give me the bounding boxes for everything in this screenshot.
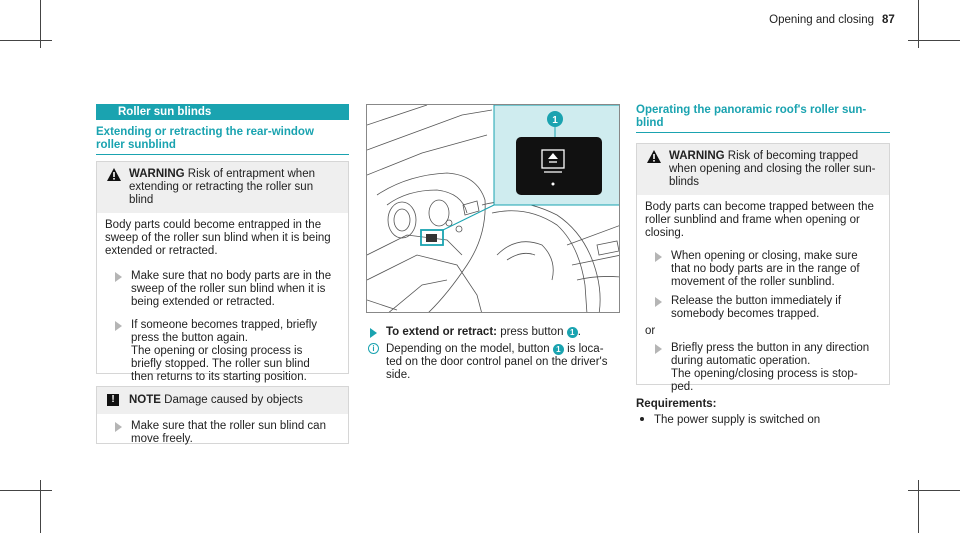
warning-body: Body parts could become entrapped in the… bbox=[97, 213, 348, 264]
subheading-line: Extending or retracting the rear-window bbox=[96, 126, 314, 138]
warning-title: extending or retracting the roller sun bbox=[129, 181, 314, 193]
text-line: extended or retracted. bbox=[105, 245, 218, 257]
text-line: The opening/closing process is stop- bbox=[671, 368, 858, 380]
text-line: Body parts can become trapped between th… bbox=[645, 201, 874, 213]
action-label: To extend or retract: bbox=[386, 326, 497, 338]
text-line: movement of the roller sunblind. bbox=[671, 276, 835, 288]
section-title-bar: Roller sun blinds bbox=[96, 104, 349, 120]
step-arrow-icon bbox=[115, 422, 122, 432]
warning-box: WARNING Risk of entrapment when extendin… bbox=[96, 161, 349, 383]
crop-mark bbox=[908, 40, 960, 41]
text-line: that no body parts are in the range of bbox=[671, 263, 860, 275]
step-arrow-icon bbox=[655, 252, 662, 262]
note-header: ! NOTE Damage caused by objects bbox=[97, 387, 348, 414]
or-separator: or bbox=[645, 325, 656, 337]
subheading-line: roller sunblind bbox=[96, 139, 176, 151]
instruction-step: If someone becomes trapped, briefly pres… bbox=[97, 319, 348, 384]
button-callout: 1 bbox=[566, 327, 578, 338]
info-note: i Depending on the model, button 1 is lo… bbox=[366, 343, 626, 382]
warning-header: WARNING Risk of entrapment when extendin… bbox=[97, 162, 348, 213]
dashboard-illustration: 1 bbox=[366, 104, 620, 313]
warning-title: Risk of entrapment when bbox=[187, 168, 315, 180]
note-label: NOTE bbox=[129, 394, 161, 406]
text-line: side. bbox=[386, 369, 411, 381]
text-line: ted on the door control panel on the dri… bbox=[386, 356, 608, 368]
warning-header: WARNING Risk of becoming trapped when op… bbox=[637, 144, 889, 195]
step-arrow-icon bbox=[115, 272, 122, 282]
text-line: closing. bbox=[645, 227, 684, 239]
instruction-step: Briefly press the button in any directio… bbox=[637, 342, 889, 394]
subheading-rule bbox=[96, 154, 349, 155]
text-line: then returns to its starting position. bbox=[131, 371, 307, 383]
instruction-step: When opening or closing, make sure that … bbox=[637, 250, 889, 289]
info-icon: i bbox=[368, 343, 379, 354]
crop-mark bbox=[918, 0, 919, 48]
subheading-line: Operating the panoramic roof's roller su… bbox=[636, 104, 867, 116]
text-line: somebody becomes trapped. bbox=[671, 308, 820, 320]
button-callout: 1 bbox=[552, 344, 564, 355]
action-step: To extend or retract: press button 1. bbox=[366, 326, 626, 339]
step-arrow-icon bbox=[115, 321, 122, 331]
text-line: briefly stopped. The roller sun blind bbox=[131, 358, 310, 370]
instruction-step: Make sure that no body parts are in the … bbox=[97, 270, 348, 309]
warning-triangle-icon bbox=[107, 168, 121, 181]
text-line: Body parts could become entrapped in the bbox=[105, 219, 322, 231]
requirement-text: The power supply is switched on bbox=[654, 414, 821, 426]
right-subheading: Operating the panoramic roof's roller su… bbox=[636, 104, 866, 130]
text-line: is loca- bbox=[567, 343, 604, 355]
crop-mark bbox=[0, 490, 52, 491]
subheading-line: blind bbox=[636, 117, 664, 129]
warning-title: when opening and closing the roller sun- bbox=[669, 163, 876, 175]
requirements-heading: Requirements: bbox=[636, 398, 717, 410]
text-line: The opening or closing process is bbox=[131, 345, 303, 357]
running-header: Opening and closing bbox=[769, 14, 874, 26]
instruction-block: To extend or retract: press button 1. i … bbox=[366, 326, 626, 382]
warning-triangle-icon bbox=[647, 150, 661, 163]
crop-mark bbox=[40, 0, 41, 48]
note-box: ! NOTE Damage caused by objects Make sur… bbox=[96, 386, 349, 446]
left-subheading: Extending or retracting the rear-window … bbox=[96, 126, 314, 152]
text-line: sweep of the roller sun blind when it is bbox=[131, 283, 326, 295]
warning-box: WARNING Risk of becoming trapped when op… bbox=[636, 143, 890, 393]
text-line: roller sunblind and frame when opening o… bbox=[645, 214, 860, 226]
text-line: press the button again. bbox=[131, 332, 248, 344]
instruction-step: Make sure that the roller sun blind can … bbox=[97, 420, 348, 446]
text-line: Make sure that no body parts are in the bbox=[131, 270, 332, 282]
text-line: sweep of the roller sun blind when it is… bbox=[105, 232, 331, 244]
step-arrow-icon bbox=[655, 297, 662, 307]
crop-mark bbox=[40, 480, 41, 533]
page-number: 87 bbox=[882, 14, 895, 26]
bullet-icon bbox=[640, 417, 644, 421]
text-line: Briefly press the button in any directio… bbox=[671, 342, 870, 354]
crop-mark bbox=[0, 40, 52, 41]
text-line: ped. bbox=[671, 381, 694, 393]
dashboard-drawing: 1 bbox=[367, 105, 619, 312]
warning-title: blind bbox=[129, 194, 154, 206]
crop-mark bbox=[908, 490, 960, 491]
requirement-item: The power supply is switched on bbox=[640, 414, 820, 427]
warning-title: blinds bbox=[669, 176, 700, 188]
text-line: during automatic operation. bbox=[671, 355, 811, 367]
step-arrow-icon bbox=[655, 344, 662, 354]
note-title: Damage caused by objects bbox=[164, 394, 303, 406]
warning-title: Risk of becoming trapped bbox=[727, 150, 859, 162]
text-line: Depending on the model, button bbox=[386, 343, 550, 355]
action-text: press button bbox=[500, 326, 564, 338]
figure-callout: 1 bbox=[552, 115, 558, 126]
text-line: being extended or retracted. bbox=[131, 296, 275, 308]
crop-mark bbox=[918, 480, 919, 533]
text-line: Make sure that the roller sun blind can bbox=[131, 420, 326, 432]
text-line: When opening or closing, make sure bbox=[671, 250, 858, 262]
warning-label: WARNING bbox=[669, 150, 725, 162]
exclamation-icon: ! bbox=[107, 394, 119, 406]
action-arrow-icon bbox=[370, 328, 377, 338]
instruction-step: Release the button immediately if somebo… bbox=[637, 295, 889, 321]
warning-label: WARNING bbox=[129, 168, 185, 180]
text-line: If someone becomes trapped, briefly bbox=[131, 319, 318, 331]
text-line: Release the button immediately if bbox=[671, 295, 842, 307]
subheading-rule bbox=[636, 132, 890, 133]
text-line: move freely. bbox=[131, 433, 193, 445]
warning-body: Body parts can become trapped between th… bbox=[637, 195, 889, 246]
